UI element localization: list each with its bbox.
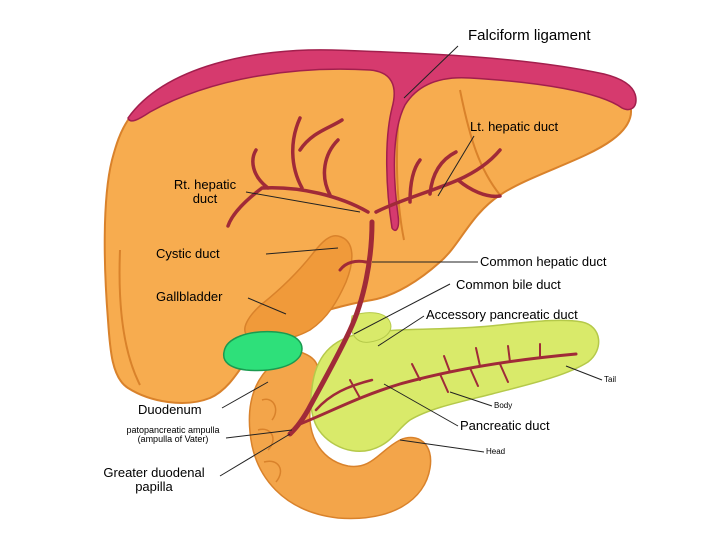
duodenum-folds (257, 398, 282, 483)
label-duodenum: Duodenum (138, 402, 202, 417)
label-falciform-ligament: Falciform ligament (468, 27, 591, 44)
pancreatic-branches (349, 343, 541, 399)
label-greater-line2: papilla (135, 478, 173, 494)
leader-lines (219, 45, 603, 477)
pancreas-shape (309, 319, 600, 452)
label-rt-hepatic-line2: duct (192, 190, 218, 206)
cystic-duct-path (338, 259, 368, 272)
label-body: Body (494, 401, 513, 410)
label-rt-hepatic-duct: Rt. hepatic duct (160, 178, 250, 205)
label-gallbladder: Gallbladder (156, 289, 223, 304)
cystic-green-shape (222, 330, 303, 372)
accessory-duct-path (314, 378, 374, 412)
label-accessory-pancreatic-duct: Accessory pancreatic duct (426, 307, 578, 322)
label-cystic-duct: Cystic duct (156, 246, 220, 261)
label-ampulla-line1: patopancreatic ampulla (126, 425, 220, 435)
label-rt-hepatic-line1: Rt. hepatic (173, 177, 237, 192)
label-common-hepatic-duct: Common hepatic duct (480, 254, 607, 269)
label-lt-hepatic-duct: Lt. hepatic duct (470, 119, 559, 134)
duct-system (226, 116, 578, 437)
label-greater-line1: Greater duodenal (103, 465, 205, 480)
label-tail: Tail (604, 375, 617, 384)
falciform-ligament-shape (127, 49, 637, 232)
label-ampulla: patopancreatic ampulla (ampulla of Vater… (110, 425, 236, 445)
label-greater-duodenal-papilla: Greater duodenal papilla (86, 466, 222, 493)
pancreatic-duct-path (298, 352, 578, 426)
label-ampulla-line2: (ampulla of Vater) (137, 434, 209, 445)
lt-hepatic-path (374, 148, 502, 214)
label-head: Head (486, 447, 506, 456)
label-pancreatic-duct: Pancreatic duct (460, 418, 550, 433)
label-common-bile-duct: Common bile duct (456, 277, 561, 292)
rt-hepatic-path (226, 116, 370, 228)
